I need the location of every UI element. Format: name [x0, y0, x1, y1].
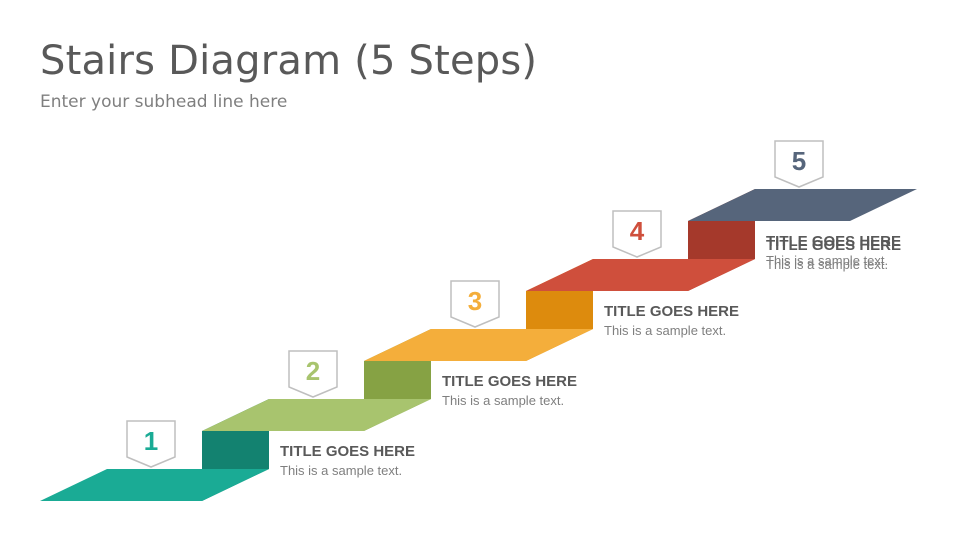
step-5-tread — [688, 189, 917, 221]
step-1-badge — [126, 420, 176, 468]
step-2-title: TITLE GOES HERE — [442, 373, 577, 390]
step-2-text: This is a sample text. — [442, 393, 564, 408]
step-3-tread — [364, 329, 593, 361]
step-4-title: TITLE GOES HERE — [766, 233, 901, 250]
step-4-number: 4 — [630, 216, 645, 246]
step-2-number: 2 — [306, 356, 320, 386]
step-2-badge — [288, 350, 338, 398]
step-5-text: This is a sample text. — [766, 257, 888, 272]
step-3-title: TITLE GOES HERE — [604, 303, 739, 320]
step-3-badge — [450, 280, 500, 328]
step-2-tread — [202, 399, 431, 431]
step-1-tread — [40, 469, 269, 501]
slide-title: Stairs Diagram (5 Steps) — [40, 38, 538, 84]
step-4-tread — [526, 259, 755, 291]
step-3-text: This is a sample text. — [604, 323, 726, 338]
step-1-number: 1 — [144, 426, 158, 456]
step-4-text: This is a sample text. — [766, 253, 888, 268]
slide-subtitle: Enter your subhead line here — [40, 92, 288, 112]
step-5-title: TITLE GOES HERE — [766, 237, 901, 254]
step-5-number: 5 — [792, 146, 806, 176]
step-1-text: This is a sample text. — [280, 463, 402, 478]
step-5-badge — [774, 140, 824, 188]
step-4-badge — [612, 210, 662, 258]
step-1-title: TITLE GOES HERE — [280, 443, 415, 460]
step-3-number: 3 — [468, 286, 482, 316]
